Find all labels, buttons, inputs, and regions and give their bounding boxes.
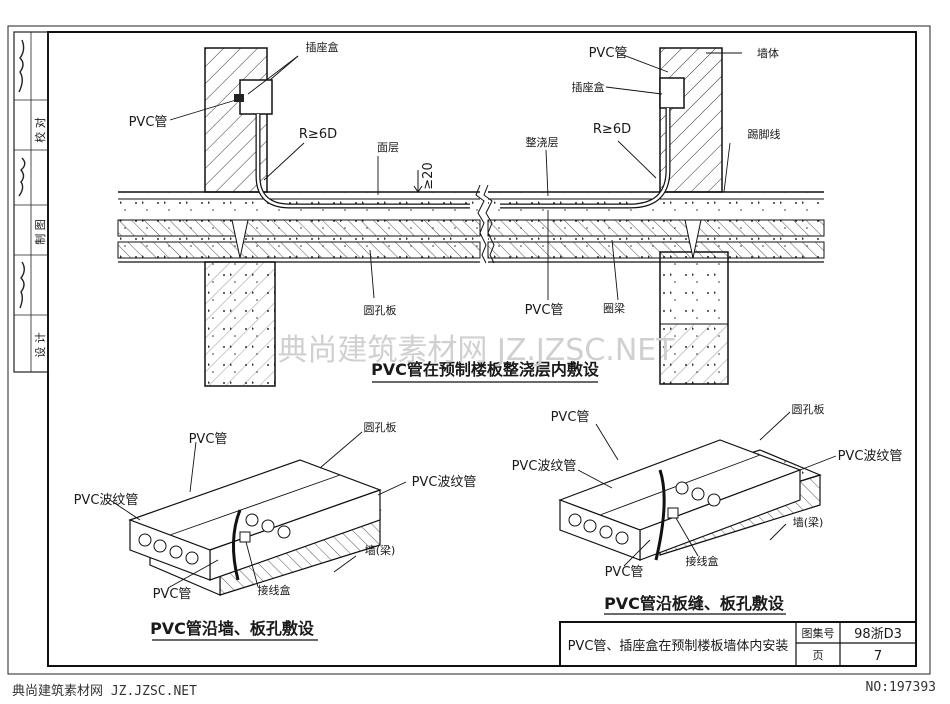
side-label-draw: 制 图 (34, 219, 47, 245)
title-block (559, 621, 917, 667)
top-section-title: PVC管在预制楼板整浇层内敷设 (371, 360, 600, 379)
bl-label-pvc-pipe-bottom: PVC管 (153, 587, 192, 602)
bl-label-corrugated-right: PVC波纹管 (412, 475, 477, 490)
label-pvc-pipe-top-right: PVC管 (589, 46, 628, 61)
title-block-page-label: 页 (813, 649, 824, 662)
br-label-pvc-pipe-bottom: PVC管 (605, 565, 644, 580)
bl-label-corrugated-left: PVC波纹管 (74, 493, 139, 508)
label-wall: 墙体 (757, 46, 779, 60)
title-block-atlas-value: 98浙D3 (854, 627, 902, 642)
watermark: 典尚建筑素材网 JZ.JZSC.NET (277, 333, 675, 368)
br-label-corrugated-right: PVC波纹管 (838, 449, 903, 464)
title-block-title: PVC管、插座盒在预制楼板墙体内安装 (568, 638, 789, 654)
bottom-right-drawing (558, 411, 837, 567)
label-socket-box-right: 插座盒 (572, 80, 605, 94)
signature-scribble-1 (18, 39, 25, 93)
side-label-design: 设 计 (34, 332, 47, 358)
bl-label-junction-box: 接线盒 (258, 583, 291, 597)
label-dim-20: ≥20 (421, 162, 436, 189)
label-cast-layer: 整浇层 (526, 135, 559, 149)
br-label-corrugated-left: PVC波纹管 (512, 459, 577, 474)
title-block-atlas-label: 图集号 (802, 626, 835, 640)
label-surface-layer: 面层 (377, 141, 399, 154)
signature-scribble-2 (18, 157, 26, 197)
label-radius-right: R≥6D (593, 122, 631, 137)
bottom-right-title: PVC管沿板缝、板孔敷设 (604, 594, 785, 613)
label-ring-beam: 圈梁 (603, 301, 625, 315)
socket-box-left (239, 79, 273, 115)
bl-label-hollow-slab: 圆孔板 (364, 420, 397, 434)
label-pvc-pipe-bottom: PVC管 (525, 303, 564, 318)
label-skirting: 踢脚线 (748, 127, 781, 141)
label-socket-box-left: 插座盒 (306, 40, 339, 54)
side-label-check: 校 对 (33, 117, 47, 143)
br-label-hollow-slab: 圆孔板 (792, 402, 825, 416)
bottom-left-title: PVC管沿墙、板孔敷设 (150, 619, 315, 638)
label-radius-left: R≥6D (299, 127, 337, 142)
socket-box-right (659, 77, 685, 109)
footer-right: NO:197393 (865, 680, 936, 695)
label-hollow-slab-top: 圆孔板 (364, 303, 397, 317)
br-label-pvc-pipe-top: PVC管 (551, 410, 590, 425)
label-pvc-pipe-left: PVC管 (129, 115, 168, 130)
br-label-wall-beam: 墙(梁) (793, 515, 824, 529)
top-section-drawing (117, 47, 825, 387)
signature-scribble-3 (19, 261, 25, 309)
bl-label-pvc-pipe-top: PVC管 (189, 432, 228, 447)
title-block-page-value: 7 (874, 649, 882, 664)
bl-label-wall-beam: 墙(梁) (365, 543, 396, 557)
side-signature-block: 校 对 制 图 设 计 (13, 31, 49, 373)
bottom-left-drawing (109, 431, 407, 596)
footer-left: 典尚建筑素材网 JZ.JZSC.NET (12, 684, 197, 699)
br-label-junction-box: 接线盒 (686, 554, 719, 568)
outer-border (7, 25, 931, 675)
